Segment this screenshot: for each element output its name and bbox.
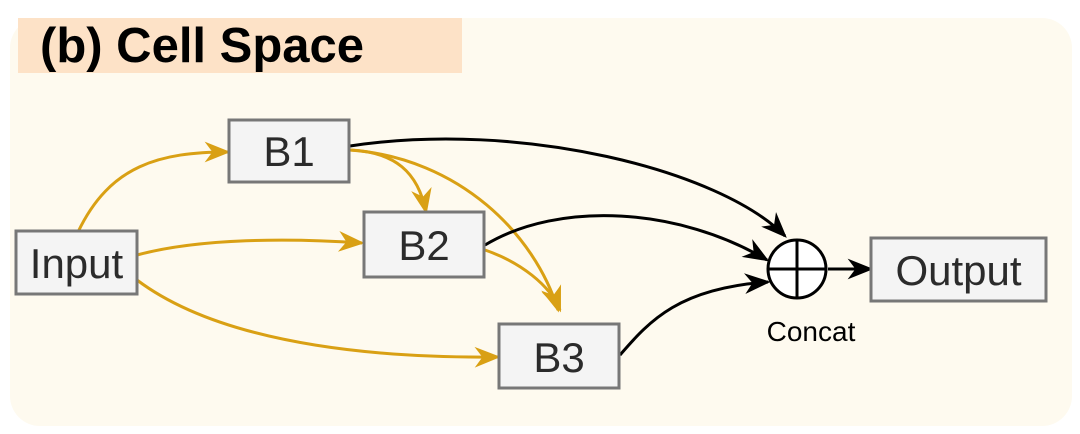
node-b3: B3 (497, 322, 621, 390)
circle-plus-icon (766, 238, 828, 300)
edge-b1-concat (349, 137, 787, 238)
concat-label: Concat (767, 316, 856, 347)
edge-b1-b2 (349, 148, 432, 215)
title-highlight (18, 18, 462, 73)
edge-input-b2 (136, 231, 365, 257)
node-b1: B1 (227, 118, 351, 184)
node-input: Input (14, 229, 139, 296)
node-output: Output (869, 236, 1048, 303)
node-b3-label: B3 (533, 334, 584, 381)
edge-input-b1 (76, 141, 231, 233)
diagram-title: (b) Cell Space (40, 19, 365, 73)
edge-b3-concat (618, 273, 771, 356)
edge-b1-b3 (349, 148, 562, 313)
node-input-label: Input (30, 240, 124, 287)
edge-b2-concat (484, 214, 770, 262)
edge-b2-b3 (484, 248, 562, 313)
node-b1-label: B1 (263, 128, 314, 175)
node-b2-label: B2 (398, 222, 449, 269)
edge-input-b3 (136, 278, 501, 368)
node-b2: B2 (362, 210, 486, 279)
node-output-label: Output (895, 247, 1021, 294)
